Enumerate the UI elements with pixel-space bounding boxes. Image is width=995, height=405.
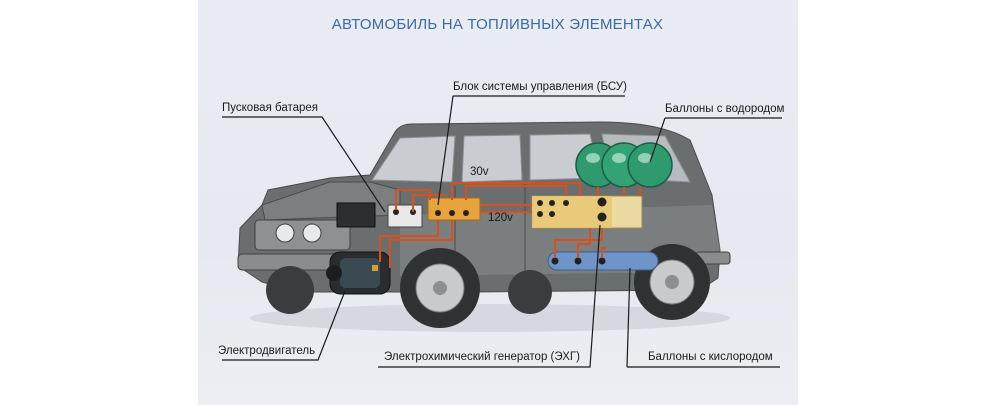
wiring [379, 182, 641, 268]
voltage-120v: 120v [488, 212, 513, 224]
label-electric-motor: Электродвигатель [218, 345, 316, 357]
hydrogen-tanks [575, 142, 673, 188]
label-generator: Электрохимический генератор (ЭХГ) [384, 351, 580, 363]
voltage-30v: 30v [470, 166, 489, 178]
electric-motor [326, 251, 391, 295]
headlight-left [275, 223, 295, 243]
diagram-title: АВТОМОБИЛЬ НА ТОПЛИВНЫХ ЭЛЕМЕНТАХ [331, 16, 664, 33]
wheel-front-far [266, 266, 314, 314]
ground-shadow [250, 304, 730, 332]
headlight-right [302, 223, 322, 243]
callout-lines [222, 95, 782, 368]
label-starter-battery: Пусковая батарея [222, 102, 319, 114]
starter-battery-block [336, 202, 376, 228]
label-control-unit: Блок системы управления (БСУ) [453, 81, 627, 93]
label-hydrogen-tanks: Баллоны с водородом [665, 103, 785, 115]
wheel-front [400, 248, 480, 328]
car-grille [254, 219, 351, 251]
label-oxygen-tanks: Баллоны с кислородом [648, 351, 773, 363]
starter-battery-terminals [387, 204, 423, 228]
control-unit-block [427, 197, 481, 221]
wheel-rear-far [508, 270, 552, 314]
